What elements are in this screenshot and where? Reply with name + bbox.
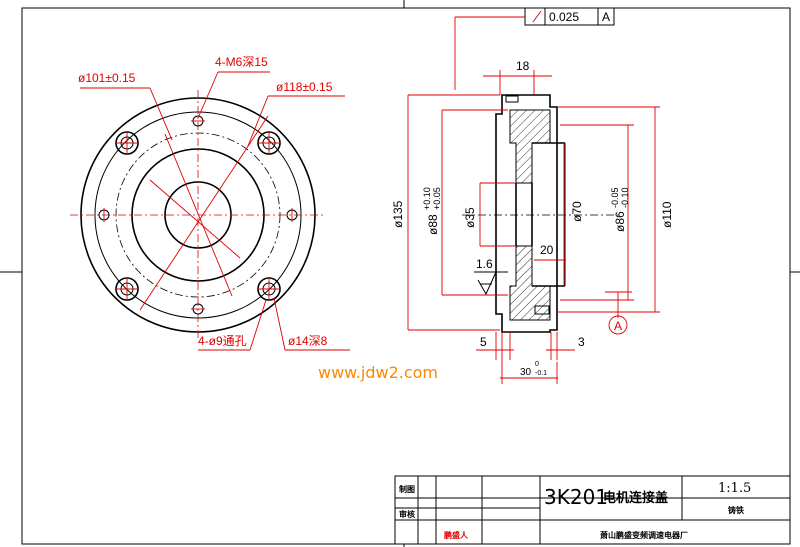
- through-holes-label: 4-ø9通孔: [198, 334, 247, 348]
- dim-30-tol-lower: -0.1: [535, 370, 547, 377]
- bolt-circle-dimension: [139, 115, 269, 311]
- dim-dia-70: ø70: [570, 201, 584, 222]
- front-view: ø101±0.15 4-M6深15 ø118±0.15 4-ø9通孔 ø14深8: [70, 55, 350, 351]
- counterbore-hole: [115, 277, 139, 301]
- drawing-number: 3K201: [544, 485, 608, 509]
- dim-dia-88-tol-lower: +0.05: [432, 187, 442, 210]
- company-name: 萧山鹏盛变频调速电器厂: [600, 530, 688, 540]
- dim-dia-35: ø35: [463, 207, 477, 228]
- section-outline: [495, 94, 558, 333]
- dim-dia-86-tol-lower: -0.10: [620, 187, 630, 208]
- dim-dia-88-tol-upper: +0.10: [422, 187, 432, 210]
- runout-frame: 0.025 A: [454, 7, 615, 90]
- title-block: 制图 审核 3K201 电机连接盖 1:1.5 铸铁 鹏盛人 萧山鹏盛变频调速电…: [394, 475, 791, 545]
- scale: 1:1.5: [718, 481, 751, 496]
- dim-dia-88: ø88: [426, 214, 440, 235]
- dim-5: 5: [480, 335, 487, 349]
- section-view: 0.025 A: [391, 7, 674, 384]
- datum-a-label: A: [614, 319, 622, 333]
- dim-20: 20: [540, 243, 554, 257]
- runout-datum: A: [602, 10, 610, 24]
- counterbore-hole: [257, 131, 281, 155]
- material: 铸铁: [728, 505, 744, 515]
- tapped-holes-label: 4-M6深15: [215, 55, 268, 69]
- tapped-hole: [286, 208, 298, 222]
- counterbore-label: ø14深8: [288, 334, 328, 348]
- runout-tolerance: 0.025: [549, 10, 579, 24]
- signature-name: 鹏盛人: [444, 530, 469, 540]
- designed-by-label: 制图: [399, 484, 415, 494]
- watermark: www.jdw2.com: [318, 363, 438, 382]
- tapped-hole: [191, 115, 205, 127]
- roughness-value: 1.6: [476, 257, 493, 271]
- dim-dia-86: ø86: [613, 211, 627, 232]
- checked-by-label: 审核: [399, 509, 415, 519]
- dim-18: 18: [516, 59, 530, 73]
- part-name: 电机连接盖: [603, 490, 668, 506]
- dim-30: 30: [520, 367, 532, 378]
- dim-3: 3: [578, 335, 585, 349]
- dim-dia-135: ø135: [391, 200, 405, 228]
- counterbore-hole: [257, 277, 281, 301]
- tapped-hole: [191, 303, 205, 315]
- outer-circle-dia-label: ø118±0.15: [276, 80, 333, 94]
- dim-dia-110: ø110: [660, 201, 674, 228]
- dim-30-tol-upper: 0: [535, 361, 539, 368]
- bolt-circle-dia-label: ø101±0.15: [78, 71, 136, 85]
- counterbore-hole: [115, 131, 139, 155]
- tapped-hole: [98, 208, 110, 222]
- dim-dia-86-tol-upper: -0.05: [610, 187, 620, 208]
